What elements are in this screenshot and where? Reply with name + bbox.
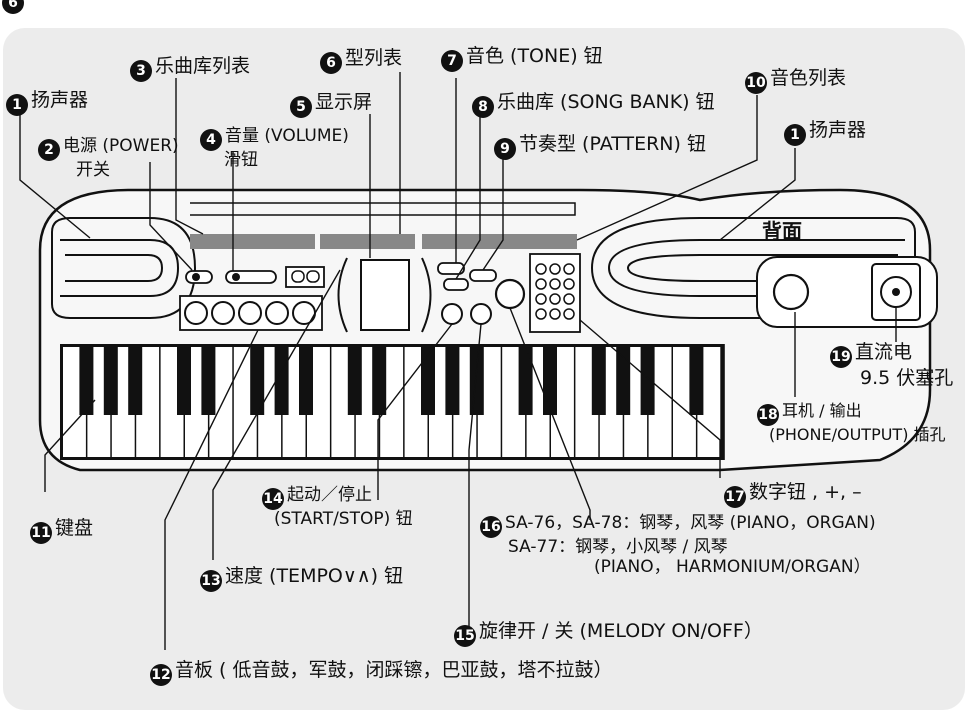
- black-key: [128, 347, 143, 415]
- leader-lines: [19, 72, 897, 650]
- black-key: [347, 347, 362, 415]
- left-speaker-grille: [51, 217, 197, 319]
- song-list-strip: [190, 234, 315, 249]
- black-key: [372, 347, 387, 415]
- black-key: [103, 347, 118, 415]
- piano-keys: [60, 344, 725, 460]
- callout-number: 4: [200, 129, 222, 151]
- callout-number: 13: [200, 570, 222, 592]
- tone-button: [437, 262, 465, 275]
- black-key: [201, 347, 216, 415]
- callout-number: 1: [6, 94, 28, 116]
- callout-number: 6: [2, 0, 24, 14]
- callout-number: 2: [38, 139, 60, 161]
- black-key: [250, 347, 265, 415]
- callout-number: 16: [480, 516, 502, 538]
- callout-number: 7: [441, 50, 463, 72]
- callout-number: 18: [757, 404, 779, 426]
- song-bank-button: [443, 278, 469, 291]
- black-key: [689, 347, 704, 415]
- black-key: [591, 347, 606, 415]
- callout-number: 3: [130, 60, 152, 82]
- callout-number: 5: [290, 96, 312, 118]
- callout-number: 14: [262, 488, 284, 510]
- callout-number: 12: [150, 664, 172, 686]
- black-key: [445, 347, 460, 415]
- black-key: [616, 347, 631, 415]
- callout-number: 19: [830, 346, 852, 368]
- back-title: 背面: [762, 219, 802, 243]
- callout-number: 15: [454, 625, 476, 647]
- phone-jack: [772, 273, 810, 311]
- black-key: [469, 347, 484, 415]
- pattern-list-strip: [320, 234, 415, 249]
- callout-number: 11: [30, 522, 52, 544]
- melody-button: [470, 303, 492, 325]
- callout-number: 9: [494, 138, 516, 160]
- tone-list-strip: [422, 234, 577, 249]
- callout-number: 10: [745, 72, 767, 94]
- callout-number: 17: [724, 486, 746, 508]
- black-key: [79, 347, 94, 415]
- top-marker: 6: [2, 0, 27, 14]
- display-screen: [360, 259, 410, 331]
- black-key: [543, 347, 557, 415]
- black-key: [177, 347, 191, 415]
- black-key: [518, 347, 533, 415]
- top-trim: [190, 202, 576, 216]
- piano-organ-button: [494, 278, 526, 310]
- callout-number: 8: [472, 96, 494, 118]
- pattern-button: [469, 269, 497, 282]
- callout-number: 6: [320, 52, 342, 74]
- black-key: [640, 347, 655, 415]
- callout-number: 1: [784, 124, 806, 146]
- black-key: [299, 347, 313, 415]
- black-key: [421, 347, 435, 415]
- start-stop-button: [441, 303, 463, 325]
